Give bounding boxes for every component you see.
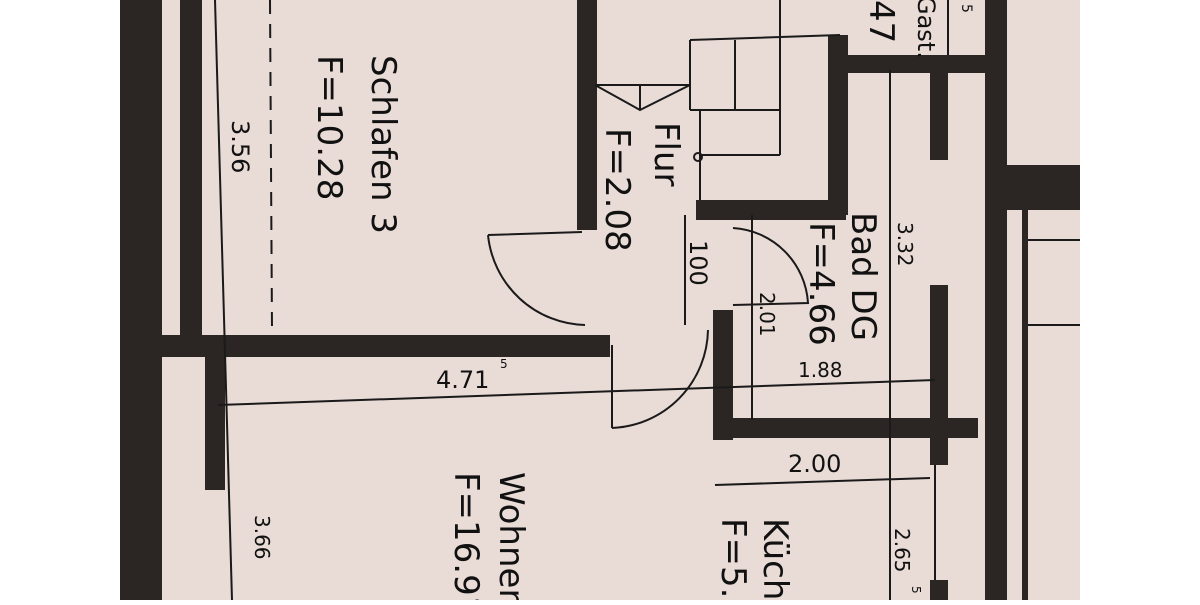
outer-wall-right xyxy=(985,0,1007,600)
dim-265-sup: 5 xyxy=(909,586,923,594)
dim-200: 2.00 xyxy=(788,450,841,478)
room-name: Gast. xyxy=(912,0,940,59)
plan-lines xyxy=(214,0,1080,601)
room-area: 47 xyxy=(861,0,901,43)
dim-width-sup: 5 xyxy=(500,357,508,371)
room-kueche: Küch F=5.2 xyxy=(713,518,795,605)
wall-bad-top xyxy=(696,200,846,220)
wall-bad-right-upper xyxy=(930,60,948,160)
wall-flur-left xyxy=(577,0,597,230)
room-area: F=2.08 xyxy=(597,128,637,252)
dim-332: 3.32 xyxy=(893,222,917,267)
wall-bad-top-left xyxy=(828,35,848,215)
wall-bad-left xyxy=(713,310,733,440)
paper-background xyxy=(120,0,1080,600)
room-flur: Flur F=2.08 xyxy=(597,122,686,252)
room-area: F=16.91 xyxy=(446,472,486,600)
room-area: F=4.66 xyxy=(801,222,841,346)
room-bad-dg: Bad DG F=4.66 xyxy=(801,212,883,346)
dim-top-sup: 5 xyxy=(958,4,974,13)
room-area: F=5.2 xyxy=(713,518,753,600)
floor-plan: Schlafen 3 F=10.28 Flur F=2.08 Bad DG F=… xyxy=(120,0,1080,605)
wall-bad-bottom xyxy=(713,418,978,438)
room-schlafen-3: Schlafen 3 F=10.28 xyxy=(309,55,403,234)
dim-366: 3.66 xyxy=(250,515,274,560)
room-wohnen: Wohnen F=16.91 xyxy=(446,472,531,605)
room-name: Schlafen 3 xyxy=(363,55,403,234)
room-name: Bad DG xyxy=(843,212,883,341)
dim-door-100: 100 xyxy=(684,240,712,286)
room-gast: Gast. 47 xyxy=(861,0,940,59)
wall-right-block xyxy=(985,165,1080,210)
outer-wall-left xyxy=(120,0,162,600)
dim-schlafen: 3.56 xyxy=(226,120,254,173)
wall-right-thin xyxy=(1022,205,1028,600)
room-area: F=10.28 xyxy=(309,55,349,200)
wall-wohnen-left xyxy=(205,355,225,490)
wall-schlafen-bottom xyxy=(160,335,610,357)
dim-width-4715: 4.71 xyxy=(436,366,489,394)
room-name: Küch xyxy=(755,518,795,600)
wall-kueche-right xyxy=(930,580,948,600)
wall-gast-bottom xyxy=(840,55,995,73)
room-name: Wohnen xyxy=(491,472,531,600)
dim-188: 1.88 xyxy=(798,358,843,382)
dim-201: 2.01 xyxy=(755,292,779,337)
room-name: Flur xyxy=(646,122,686,187)
wall-schlafen-left xyxy=(180,0,202,340)
floor-plan-drawing: Schlafen 3 F=10.28 Flur F=2.08 Bad DG F=… xyxy=(120,0,1080,605)
dim-265: 2.65 xyxy=(890,528,914,573)
dimension-labels: 3.56 4.71 5 100 2.01 1.88 3.32 2.00 3.66… xyxy=(226,4,974,594)
walls xyxy=(120,0,1080,600)
